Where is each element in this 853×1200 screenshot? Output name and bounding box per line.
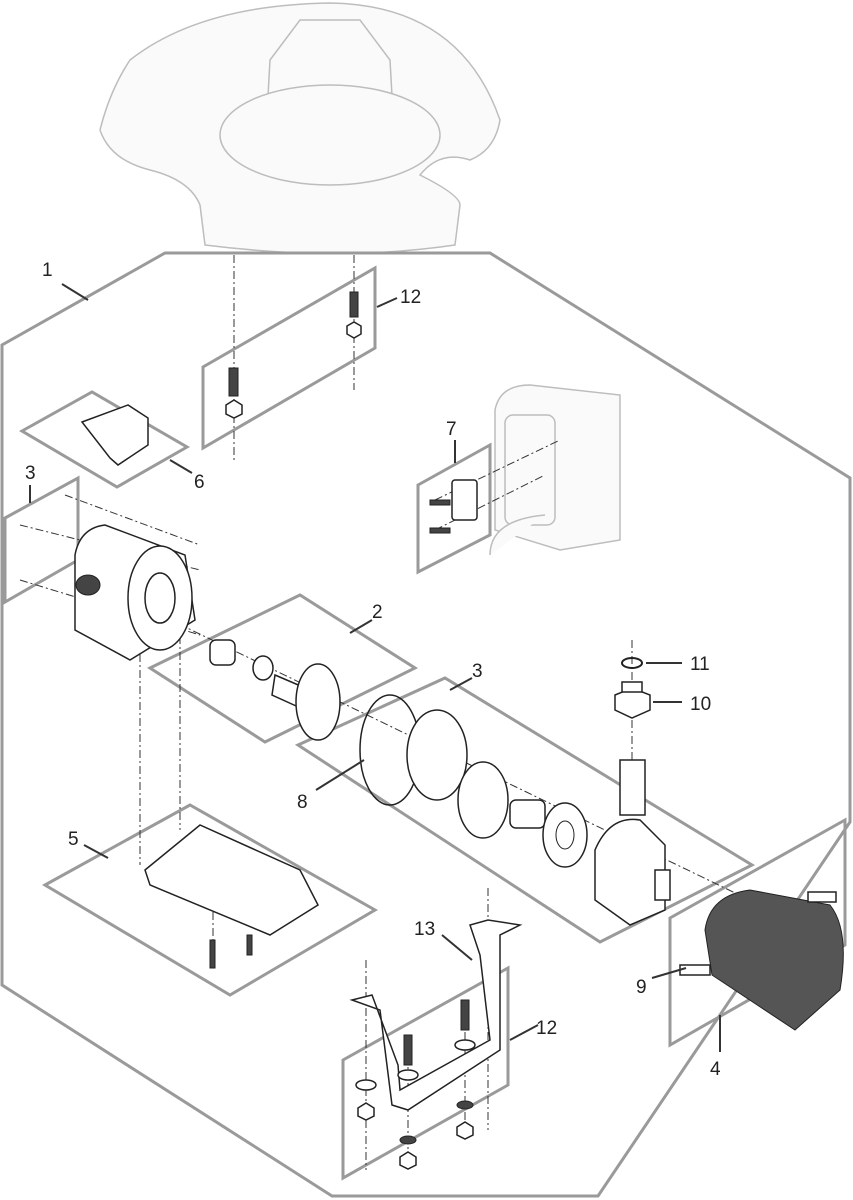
panel-6 xyxy=(18,390,191,489)
parts xyxy=(74,291,844,1170)
callout-11: 11 xyxy=(690,654,710,675)
panel-1-outline xyxy=(0,251,852,1198)
callout-3-middle: 3 xyxy=(472,661,483,682)
callout-7: 7 xyxy=(446,419,457,440)
callout-12-top: 12 xyxy=(400,287,421,308)
fountain-top-ghost xyxy=(99,2,501,255)
panel-7 xyxy=(416,442,492,575)
panel-4 xyxy=(668,817,847,1048)
pump-housing-ghost xyxy=(489,384,621,556)
callout-13: 13 xyxy=(414,919,435,940)
callout-4: 4 xyxy=(710,1059,721,1080)
callout-1: 1 xyxy=(42,260,53,281)
callout-5: 5 xyxy=(68,829,79,850)
panel-2 xyxy=(146,593,419,744)
panel-12-bottom xyxy=(341,965,510,1181)
panel-3-left xyxy=(3,475,80,605)
panel-12-top xyxy=(201,265,377,451)
callout-2: 2 xyxy=(372,602,383,623)
callout-8: 8 xyxy=(297,792,308,813)
callout-12-bottom: 12 xyxy=(536,1018,557,1039)
panel-5 xyxy=(41,803,379,997)
panel-3-middle xyxy=(294,676,756,944)
callout-9: 9 xyxy=(636,977,647,998)
callout-10: 10 xyxy=(690,694,711,715)
callout-6: 6 xyxy=(194,472,205,493)
callout-3-left: 3 xyxy=(25,463,36,484)
leader-lines xyxy=(29,283,721,1052)
